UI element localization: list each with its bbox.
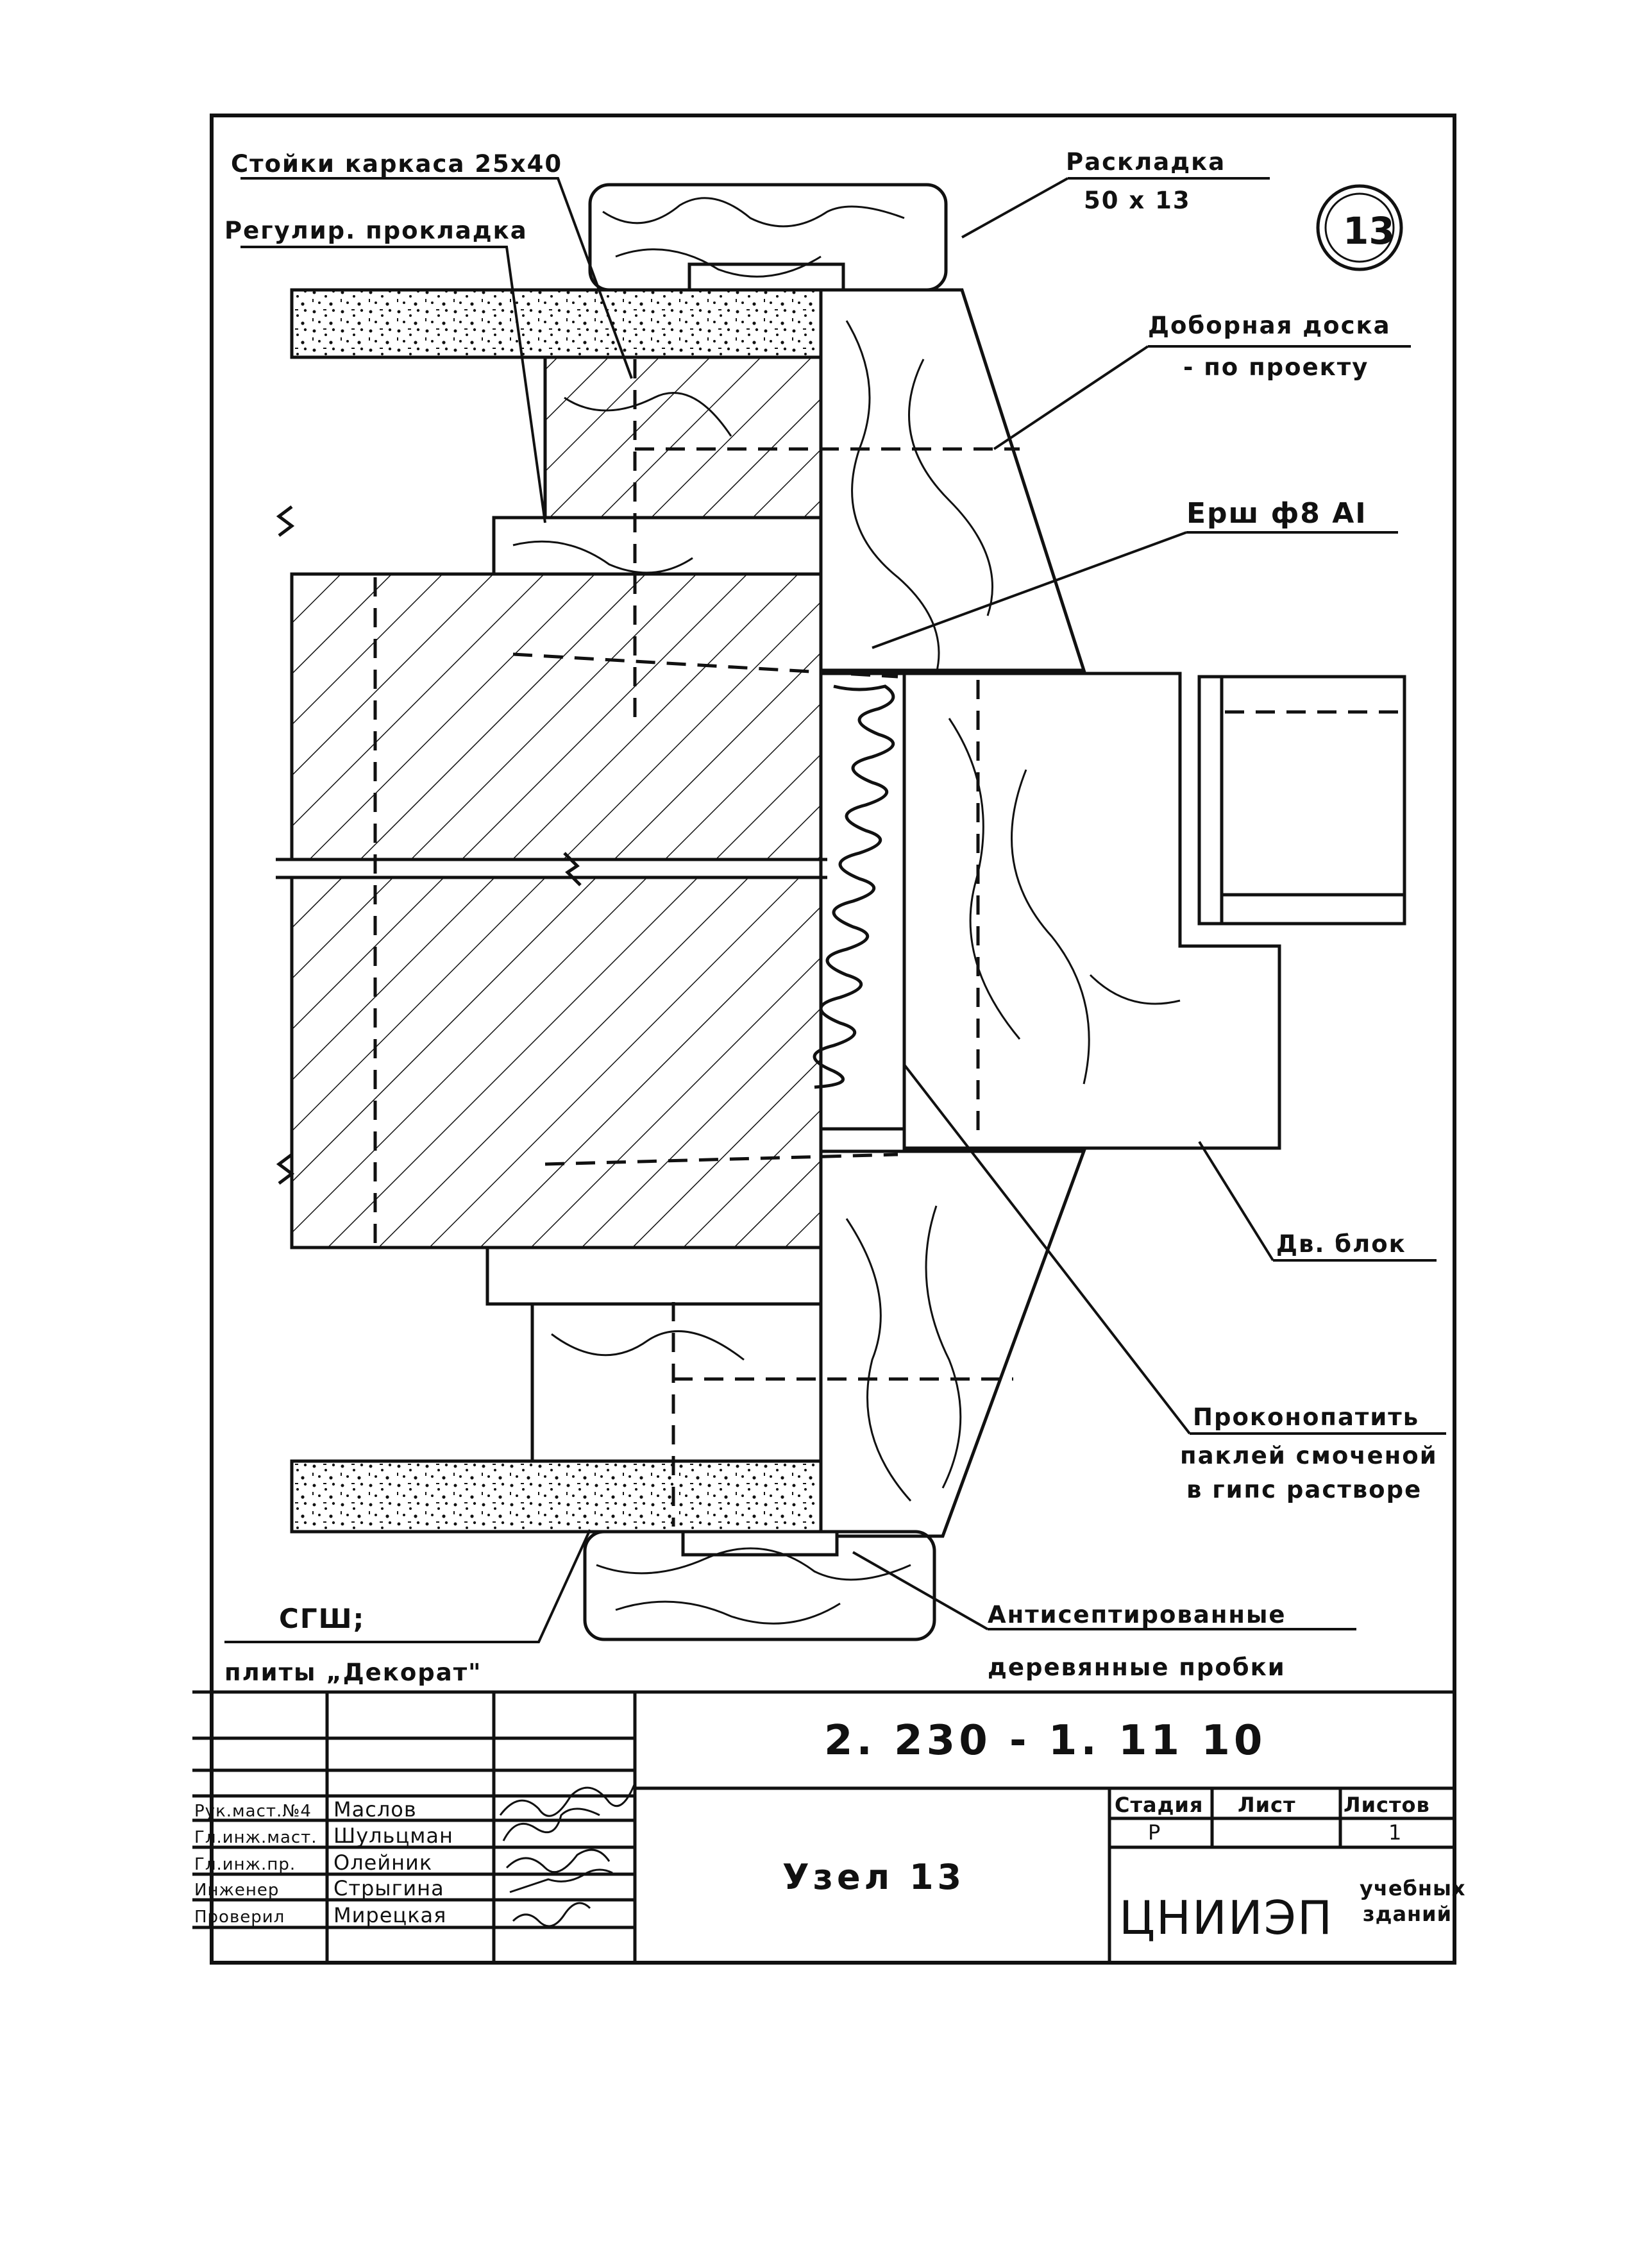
doc-code: 2. 230 - 1. 11 10: [824, 1717, 1266, 1764]
role-3: Инженер: [194, 1881, 279, 1900]
wall-section: [290, 572, 823, 1249]
callout-caulk-2: паклей смоченой: [1180, 1442, 1438, 1469]
sheets-value: 1: [1388, 1820, 1402, 1845]
caulk-oakum: [813, 684, 895, 1089]
callout-door-block: Дв. блок: [1276, 1230, 1406, 1258]
callout-trim-board-1: Доборная доска: [1148, 312, 1391, 339]
callout-plugs-2: деревянные пробки: [988, 1654, 1286, 1681]
callout-batten-title: Раскладка: [1066, 148, 1226, 176]
org-sub-2: зданий: [1363, 1902, 1452, 1926]
door-leaf: [1197, 675, 1406, 926]
role-2: Гл.инж.пр.: [194, 1855, 296, 1874]
name-2: Олейник: [333, 1850, 432, 1875]
name-1: Шульцман: [333, 1824, 453, 1848]
stage-value: Р: [1148, 1820, 1161, 1845]
role-4: Проверил: [194, 1908, 285, 1927]
break-mark: [563, 852, 582, 886]
title-block: [192, 1690, 1454, 1963]
name-3: Стрыгина: [333, 1876, 444, 1900]
trim-board-bottom: [819, 1149, 1086, 1538]
callout-caulk-1: Проконопатить: [1193, 1403, 1419, 1431]
role-1: Гл.инж.маст.: [194, 1828, 317, 1847]
sheet-frame: [210, 114, 1456, 1965]
callout-studs: Стойки каркаса 25х40: [231, 150, 562, 178]
insulation-top: [290, 288, 823, 359]
callout-trim-board-2: - по проекту: [1183, 353, 1369, 381]
callout-adjust-pad: Регулир. прокладка: [224, 217, 528, 244]
org-sub-1: учебных: [1360, 1876, 1466, 1900]
wood-grain: [512, 197, 1181, 1625]
sheet-header: Лист: [1238, 1793, 1296, 1817]
org-name: ЦНИИЭП: [1119, 1891, 1333, 1945]
sheet-title: Узел 13: [782, 1857, 965, 1897]
name-4: Мирецкая: [333, 1903, 446, 1927]
wall-break: [276, 859, 827, 877]
leaders: [224, 177, 1446, 1643]
callout-caulk-3: в гипс растворе: [1186, 1476, 1422, 1503]
node-mark-circle: [1316, 184, 1403, 271]
name-0: Маслов: [333, 1797, 417, 1822]
stud-top: [543, 355, 823, 520]
door-block: [902, 672, 1281, 1150]
adjust-pad-top: [492, 516, 823, 576]
roles-table: Рук.маст.№4 Маслов Гл.инж.маст. Шульцман…: [194, 1797, 453, 1927]
sheets-header: Листов: [1344, 1793, 1430, 1817]
adjust-pad-bottom: [485, 1246, 823, 1306]
callout-sgsh: СГШ;: [279, 1603, 365, 1634]
stud-bottom: [530, 1302, 823, 1463]
callout-ruff: Ерш ф8 АI: [1186, 497, 1367, 530]
stage-header: Стадия: [1115, 1793, 1203, 1817]
callout-plugs-1: Антисептированные: [988, 1601, 1286, 1629]
role-0: Рук.маст.№4: [194, 1802, 312, 1821]
callout-batten-size: 50 х 13: [1084, 187, 1191, 214]
insulation-bottom: [290, 1459, 823, 1534]
section-drawing: [224, 177, 1446, 1643]
node-mark-label: 13: [1343, 209, 1395, 253]
callout-decorat: плиты „Декорат": [224, 1659, 482, 1686]
signatures: [499, 1782, 636, 1927]
